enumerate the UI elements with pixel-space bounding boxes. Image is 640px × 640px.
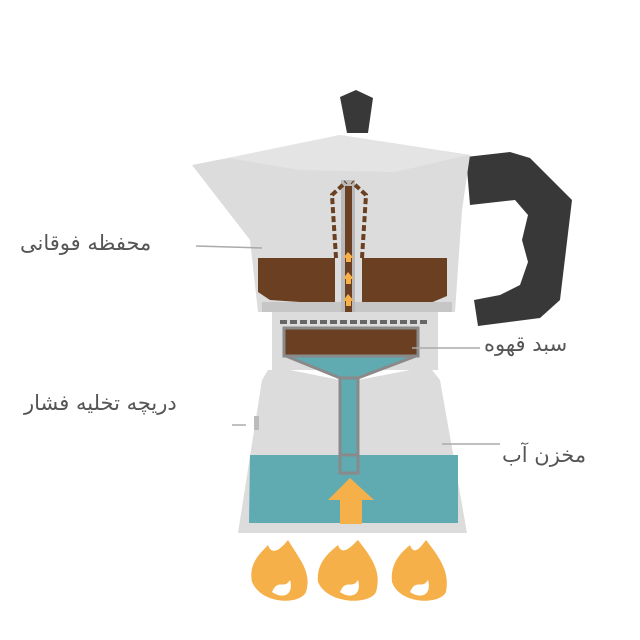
flames <box>251 540 447 601</box>
steam-pressure-arrow <box>328 478 374 524</box>
label-coffee-basket: سبد قهوه <box>484 332 568 356</box>
funnel-tube-in-water <box>338 453 360 475</box>
handle <box>466 152 572 326</box>
spout-drips <box>329 180 369 259</box>
coffee-basket-grounds <box>282 326 420 358</box>
label-water-reservoir: مخزن آب <box>502 443 587 467</box>
pressure-valve <box>254 416 259 430</box>
brewed-coffee <box>258 258 447 304</box>
lid <box>228 135 468 172</box>
rising-arrows-small <box>343 252 354 306</box>
label-upper-chamber: محفظه فوقانی <box>20 231 152 255</box>
leader-lines <box>195 245 500 445</box>
upper-chamber-floor <box>262 302 452 312</box>
lid-knob <box>340 90 373 133</box>
label-pressure-valve: دریچه تخلیه فشار <box>24 391 177 415</box>
